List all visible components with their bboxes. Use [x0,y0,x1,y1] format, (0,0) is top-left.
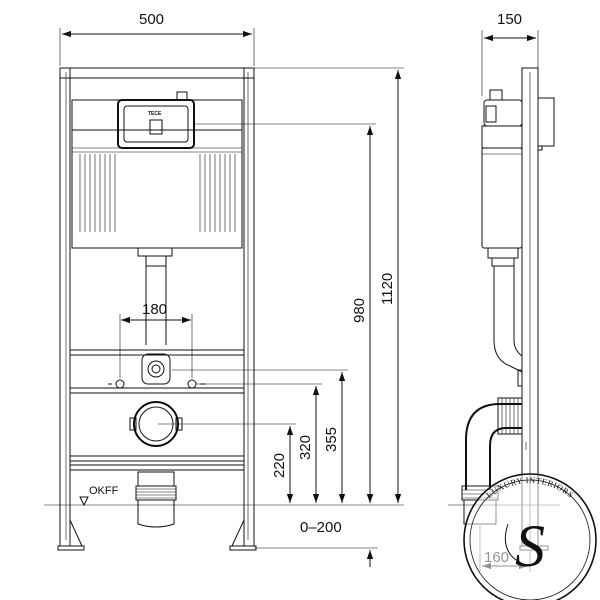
cistern-brand: TECE [148,111,162,117]
right-foot [229,545,257,551]
adjustment-label: 0–200 [300,519,342,536]
top-rail [59,67,255,79]
inlet-connector [141,353,171,385]
depth-label: 150 [497,11,522,28]
upper-cross-rail [69,349,245,356]
front-view: TECE [44,11,404,567]
right-frame-post [243,67,255,547]
height-1120-label: 1120 [379,273,396,305]
side-cistern [481,89,523,249]
lower-cross-rail [69,455,245,462]
watermark-seal: LUXURY INTERIORS S [463,473,597,600]
flush-pipe [137,247,173,345]
side-flush-pipe [487,247,523,387]
bolt-spacing-label: 180 [142,301,167,318]
floor-symbol [79,496,89,507]
height-355-label: 355 [323,427,340,452]
flush-plate-opening [117,99,195,149]
waste-pipe [135,471,177,528]
height-220-label: 220 [271,453,288,478]
side-waste-bend [461,397,523,525]
left-foot [57,545,85,551]
height-980-label: 980 [351,298,368,323]
height-320-label: 320 [297,435,314,460]
left-frame-post [59,67,71,547]
width-label: 500 [139,11,164,28]
floor-label: OKFF [89,485,119,497]
watermark-monogram: S [515,513,545,579]
bolt-rail [69,387,245,394]
cistern: TECE [71,91,243,249]
